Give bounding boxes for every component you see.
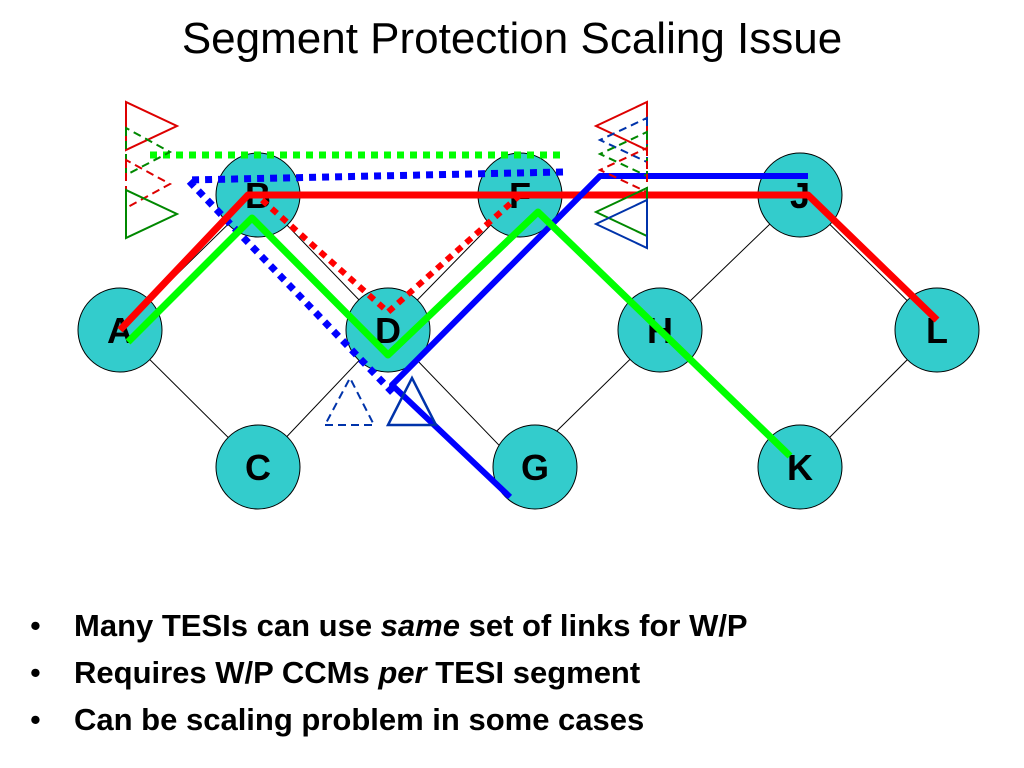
- red-mep-triangle-dashed-left: [125, 158, 173, 210]
- bullet-marker: •: [30, 608, 41, 643]
- green-working-path: [125, 208, 793, 459]
- blue-mep-triangle-dashed-bottom: [323, 375, 376, 426]
- working-paths: [117, 173, 940, 500]
- node-c: C: [215, 424, 301, 510]
- left-mep-triangles: [125, 100, 180, 240]
- node-g: G: [492, 424, 578, 510]
- nodes: A B C D F G H J: [77, 152, 980, 510]
- node-label-l: L: [926, 310, 948, 351]
- green-mep-triangle-dashed-left: [125, 126, 173, 177]
- green-mep-triangle-dashed-right: [597, 130, 648, 178]
- bullet-text-after: set of links for W/P: [459, 608, 748, 643]
- bullet-item: • Many TESIs can use same set of links fo…: [30, 602, 748, 649]
- network-diagram: A B C D F G H J: [77, 100, 980, 510]
- blue-protection-path: [179, 168, 564, 398]
- green-mep-triangle-solid-left: [125, 188, 180, 240]
- blue-mep-triangle-solid-right: [593, 198, 648, 250]
- red-working-path: [117, 191, 940, 333]
- bullet-text-before: Many TESIs can use: [74, 608, 381, 643]
- red-mep-triangle-dashed-right: [597, 146, 648, 194]
- red-mep-triangle-solid-left: [125, 100, 180, 152]
- bullet-marker: •: [30, 655, 41, 690]
- right-mep-triangles: [593, 100, 648, 250]
- bullet-text-before: Requires W/P CCMs: [74, 655, 379, 690]
- node-label-g: G: [521, 447, 549, 488]
- blue-working-path: [389, 173, 808, 500]
- bullet-item: • Can be scaling problem in some cases: [30, 696, 748, 743]
- protection-paths: [150, 151, 565, 398]
- bullet-marker: •: [30, 702, 41, 737]
- slide-title: Segment Protection Scaling Issue: [181, 14, 843, 63]
- bottom-mep-triangles: [323, 375, 439, 427]
- bullet-text-after: TESI segment: [426, 655, 641, 690]
- node-l: L: [894, 287, 980, 373]
- blue-mep-triangle-solid-bottom: [385, 375, 439, 427]
- bullet-item: • Requires W/P CCMs per TESI segment: [30, 649, 748, 696]
- blue-mep-triangle-dashed-right: [597, 116, 648, 164]
- red-protection-path: [260, 192, 522, 317]
- bullet-text-emphasis: same: [380, 608, 460, 643]
- bullet-text-emphasis: per: [378, 655, 427, 690]
- bullet-text-before: Can be scaling problem in some cases: [74, 702, 645, 737]
- node-label-c: C: [245, 447, 271, 488]
- bullet-list: • Many TESIs can use same set of links fo…: [30, 602, 748, 743]
